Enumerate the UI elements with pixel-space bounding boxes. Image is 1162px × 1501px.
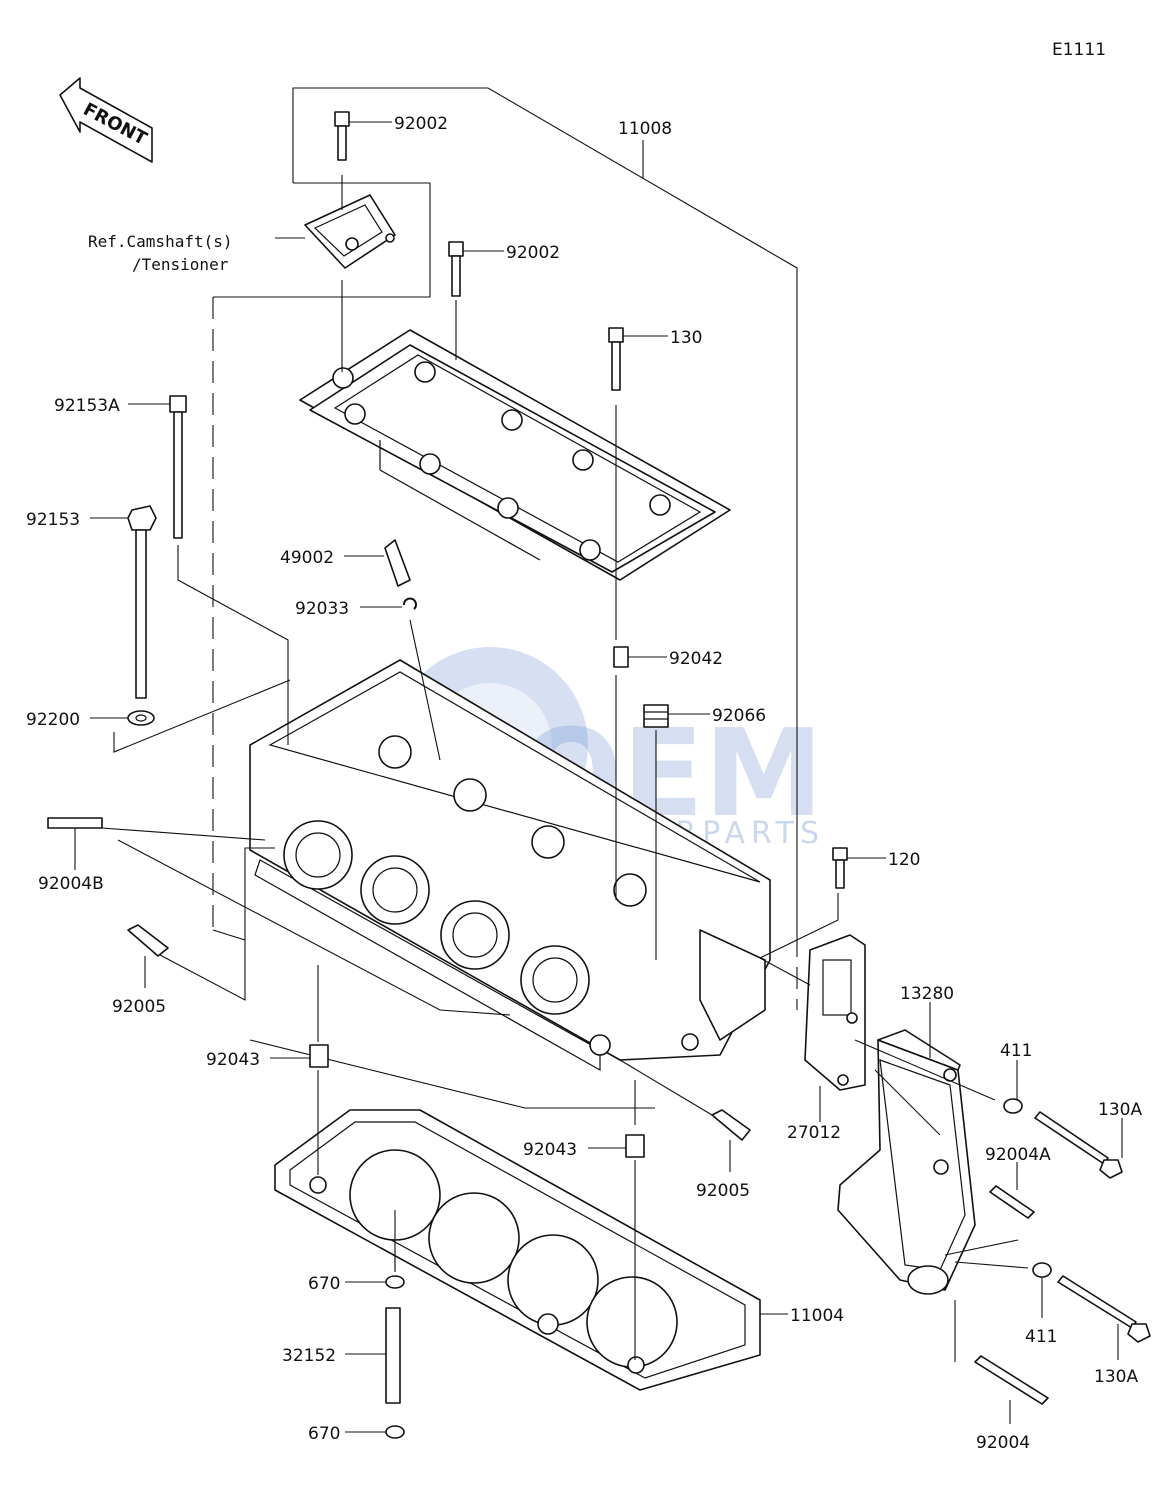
callout-670-bottom: 670 [308, 1424, 340, 1444]
callout-92153: 92153 [26, 510, 80, 530]
callout-92004B: 92004B [38, 874, 104, 894]
callout-92200: 92200 [26, 710, 80, 730]
callout-92043-left: 92043 [206, 1050, 260, 1070]
stud-92004A [989, 1185, 1035, 1219]
stud-92004 [974, 1355, 1049, 1405]
callout-120: 120 [888, 850, 920, 870]
bolt-92002-mid [448, 241, 464, 297]
bolt-130A-bottom [1057, 1275, 1151, 1343]
callout-11004: 11004 [790, 1306, 844, 1326]
diagram-code: E1111 [1052, 40, 1106, 60]
part-49002 [384, 539, 411, 587]
engine-mount-bracket [837, 1029, 976, 1295]
tube-32152 [385, 1307, 401, 1404]
callout-130A-bottom: 130A [1094, 1367, 1138, 1387]
bolt-92002-top [334, 111, 350, 161]
oring-670-bottom [385, 1425, 405, 1439]
callout-49002: 49002 [280, 548, 334, 568]
callout-92005-right: 92005 [696, 1181, 750, 1201]
camshaft-holder-bosses [332, 361, 671, 561]
ref-note-line2: /Tensioner [132, 255, 229, 274]
callout-92004A: 92004A [985, 1145, 1051, 1165]
callout-92043-right: 92043 [523, 1140, 577, 1160]
front-arrow-icon: FRONT [59, 77, 153, 163]
cylinder-head [249, 659, 771, 1072]
washer-411-top [1003, 1098, 1023, 1114]
tensioner-bracket [304, 194, 396, 269]
callout-92033: 92033 [295, 599, 349, 619]
plug-92005-left [127, 924, 169, 957]
washer-92200 [127, 710, 155, 726]
callout-92042: 92042 [669, 649, 723, 669]
callouts: 92002 11008 Ref.Camshaft(s) /Tensioner 9… [26, 114, 1142, 1453]
clip-92033 [403, 597, 417, 610]
callout-411-bottom: 411 [1025, 1327, 1057, 1347]
assembly-lines [101, 175, 1029, 1362]
plug-92005-right [711, 1109, 751, 1141]
dowel-92042 [613, 646, 629, 668]
bolt-130 [608, 327, 624, 391]
callout-411-top: 411 [1000, 1041, 1032, 1061]
callout-13280: 13280 [900, 984, 954, 1004]
bolt-92153A [169, 395, 187, 539]
callout-11008: 11008 [618, 119, 672, 139]
bolt-92153 [127, 505, 157, 699]
assembly-boundary [212, 87, 798, 1109]
washer-411-bottom [1032, 1262, 1052, 1278]
cylinder-head-valves [378, 735, 699, 1056]
callout-92002-mid: 92002 [506, 243, 560, 263]
callout-92004: 92004 [976, 1433, 1030, 1453]
callout-92005-left: 92005 [112, 997, 166, 1017]
ref-note-line1: Ref.Camshaft(s) [88, 232, 233, 251]
callout-92153A: 92153A [54, 396, 120, 416]
callout-130: 130 [670, 328, 702, 348]
mount-plate [804, 934, 866, 1091]
cylinder-head-ports [283, 820, 590, 1015]
dowel-92043-right [625, 1134, 645, 1158]
callout-92066: 92066 [712, 706, 766, 726]
callout-92002-top: 92002 [394, 114, 448, 134]
callout-130A-top: 130A [1098, 1100, 1142, 1120]
callout-32152: 32152 [282, 1346, 336, 1366]
bolt-120 [832, 847, 848, 889]
callout-27012: 27012 [787, 1123, 841, 1143]
dowel-92043-left [309, 1044, 329, 1068]
oring-670-top [385, 1275, 405, 1289]
camshaft-holder [299, 329, 731, 581]
stud-92004B [47, 817, 103, 829]
callout-670-top: 670 [308, 1274, 340, 1294]
seal-92066 [643, 704, 669, 728]
bolt-130A-top [1034, 1111, 1123, 1179]
head-gasket [274, 1109, 761, 1391]
